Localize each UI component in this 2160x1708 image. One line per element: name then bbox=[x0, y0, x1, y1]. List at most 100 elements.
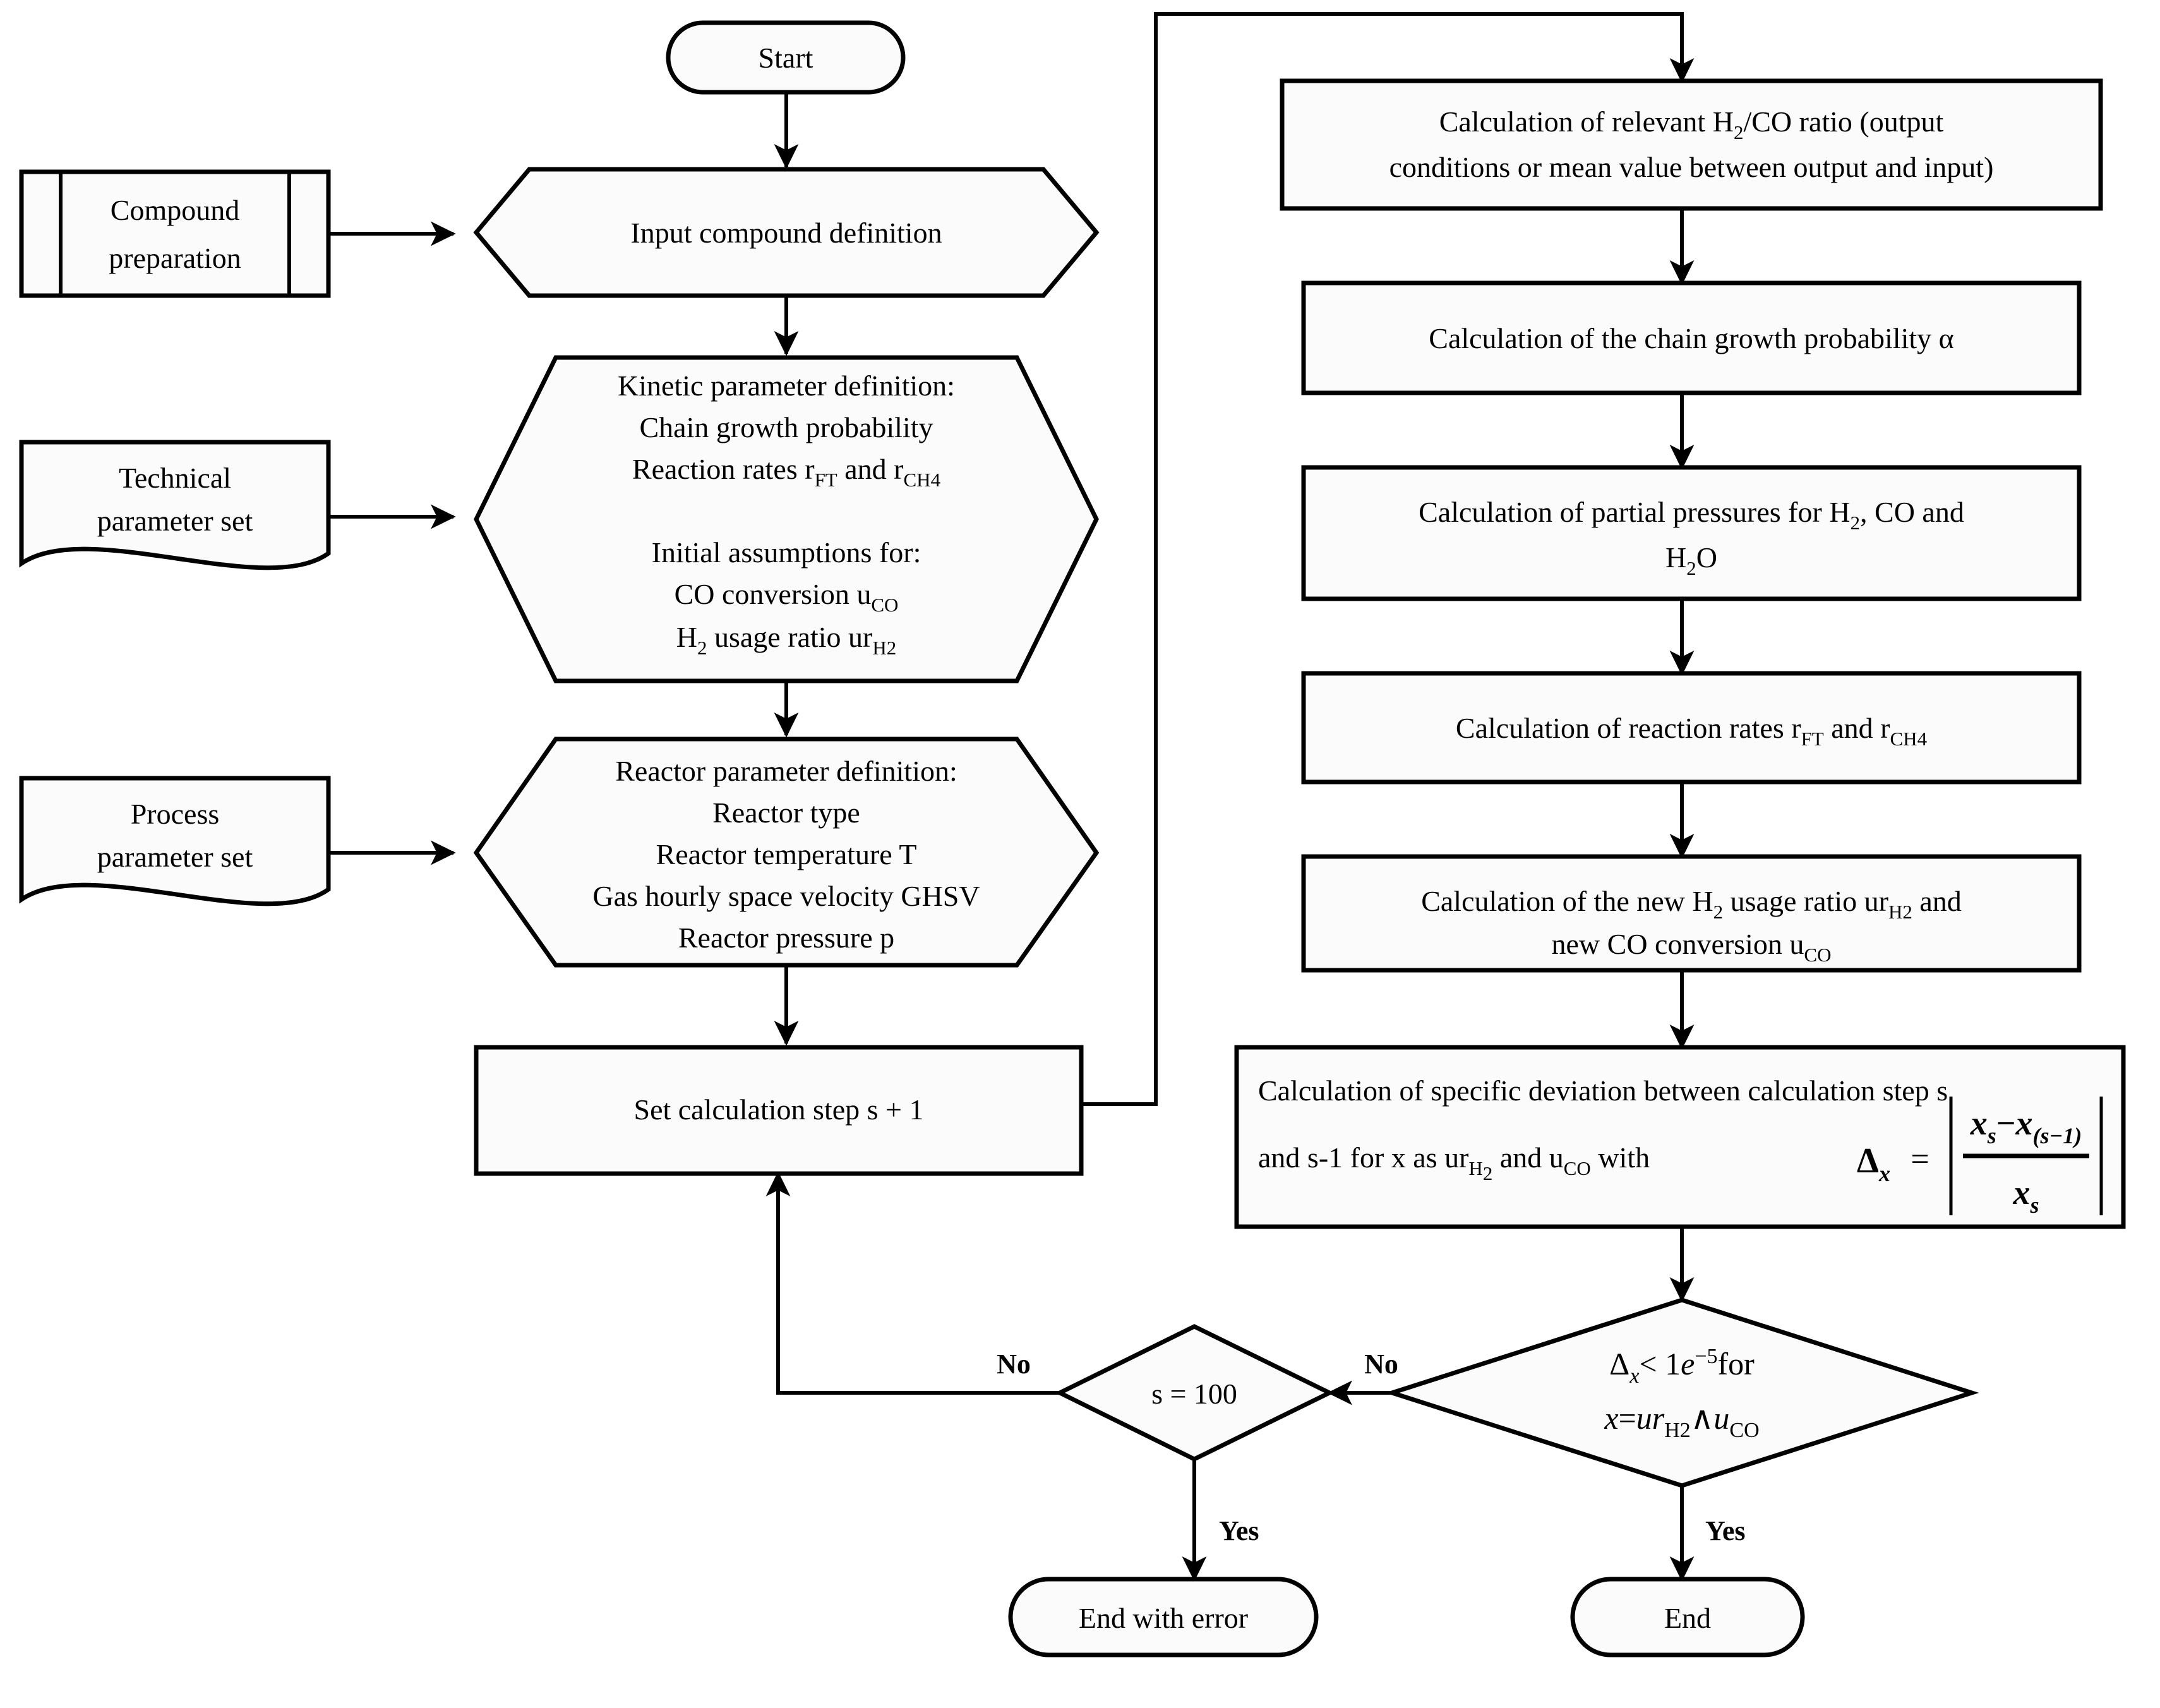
frac-den: x bbox=[2012, 1174, 2030, 1212]
node-process-parameter-set[interactable] bbox=[19, 776, 331, 906]
node-input-compound-definition[interactable] bbox=[473, 167, 1100, 298]
node-decision-step-limit[interactable] bbox=[1055, 1324, 1335, 1462]
kinetic-line5-sub: CO bbox=[871, 594, 898, 616]
calc-h2co-line1-b: /CO ratio (output bbox=[1743, 105, 1943, 138]
dec-for: for bbox=[1718, 1346, 1755, 1381]
calc-rr-line1: Calculation of reaction rates rFT and rC… bbox=[1456, 712, 1928, 750]
calc-dev-line2-sub1b: 2 bbox=[1483, 1162, 1493, 1184]
end-with-error-label: End with error bbox=[1079, 1602, 1248, 1634]
kinetic-line6-a: H bbox=[676, 621, 697, 653]
decision-conv-line1: Δx< 1e−5for bbox=[1609, 1345, 1755, 1388]
node-technical-parameter-set[interactable] bbox=[19, 440, 331, 570]
node-kinetic-parameter-definition[interactable] bbox=[474, 355, 1099, 683]
calc-nu-line1-sub2: H2 bbox=[1888, 901, 1912, 923]
kinetic-line3: Reaction rates rFT and rCH4 bbox=[632, 453, 941, 491]
kinetic-line5-a: CO conversion u bbox=[675, 578, 872, 610]
calc-dev-line1: Calculation of specific deviation betwee… bbox=[1258, 1074, 1948, 1107]
kinetic-line2: Chain growth probability bbox=[639, 411, 933, 443]
node-calc-deviation[interactable] bbox=[1234, 1045, 2126, 1229]
calc-pp-line1-a: Calculation of partial pressures for H bbox=[1419, 496, 1850, 528]
edge-setstep-to-calc-h2co bbox=[1081, 12, 1695, 1106]
process-parameter-set-label-line1: Process bbox=[131, 798, 220, 830]
calc-dev-equals: = bbox=[1911, 1141, 1929, 1177]
node-end-with-error[interactable] bbox=[1008, 1577, 1319, 1657]
calc-nu-line1: Calculation of the new H2 usage ratio ur… bbox=[1421, 885, 1962, 923]
calc-rr-line1-b: and r bbox=[1824, 712, 1890, 744]
dec-u: u bbox=[1713, 1400, 1729, 1436]
calc-nu-line2: new CO conversion uCO bbox=[1552, 928, 1832, 966]
calc-dev-line2-sub2: CO bbox=[1564, 1157, 1591, 1179]
node-decision-convergence[interactable] bbox=[1384, 1297, 1979, 1488]
kinetic-line3-sub1: FT bbox=[815, 469, 837, 491]
dec-delta: Δ bbox=[1609, 1346, 1629, 1381]
node-reactor-parameter-definition[interactable] bbox=[473, 737, 1100, 968]
reactor-line2: Reactor type bbox=[712, 797, 860, 829]
edge-label-no-right: No bbox=[1364, 1349, 1398, 1380]
dec-eq: = bbox=[1619, 1400, 1636, 1436]
set-calculation-step-label: Set calculation step s + 1 bbox=[633, 1093, 923, 1126]
calc-dev-line2-c: with bbox=[1591, 1141, 1650, 1174]
kinetic-line3-sub2: CH4 bbox=[904, 469, 941, 491]
calc-h2co-line2: conditions or mean value between output … bbox=[1389, 151, 1994, 183]
start-label: Start bbox=[759, 42, 813, 74]
calc-dev-line2-b: and u bbox=[1492, 1141, 1563, 1174]
node-calc-h2co-ratio[interactable] bbox=[1280, 78, 2103, 211]
calc-h2co-line1-sub: 2 bbox=[1734, 121, 1744, 143]
dec-u-sub: CO bbox=[1729, 1419, 1759, 1442]
kinetic-line6-sub1: 2 bbox=[697, 637, 707, 659]
calc-pp-line1-sub: 2 bbox=[1851, 512, 1861, 534]
calc-dev-line2: and s-1 for x as urH2 and uCO with bbox=[1258, 1141, 1650, 1184]
decision-step-limit-label: s = 100 bbox=[1151, 1378, 1237, 1410]
calc-h2co-line1: Calculation of relevant H2/CO ratio (out… bbox=[1439, 105, 1944, 143]
compound-preparation-label-line1: Compound bbox=[111, 194, 239, 226]
calc-dev-line2-sub1: H bbox=[1468, 1157, 1482, 1179]
node-calc-partial-pressures[interactable] bbox=[1301, 465, 2082, 601]
node-end[interactable] bbox=[1570, 1577, 1805, 1657]
process-parameter-set-label-line2: parameter set bbox=[97, 841, 253, 873]
kinetic-line5: CO conversion uCO bbox=[675, 578, 899, 616]
edge-label-yes-right: Yes bbox=[1705, 1515, 1746, 1546]
reactor-line1: Reactor parameter definition: bbox=[615, 755, 957, 787]
technical-parameter-set-label-line2: parameter set bbox=[97, 505, 253, 537]
frac-num-minus: − bbox=[1996, 1104, 2016, 1142]
kinetic-line6-b: usage ratio ur bbox=[707, 621, 872, 653]
calc-nu-line1-a: Calculation of the new H bbox=[1421, 885, 1713, 917]
dec-ur: ur bbox=[1636, 1400, 1665, 1436]
node-calc-reaction-rates[interactable] bbox=[1301, 671, 2082, 785]
end-label: End bbox=[1664, 1602, 1711, 1634]
calc-chain-growth-label: Calculation of the chain growth probabil… bbox=[1429, 322, 1953, 354]
edge-label-no-left: No bbox=[997, 1349, 1031, 1380]
node-start[interactable] bbox=[666, 20, 906, 95]
dec-delta-sub: x bbox=[1629, 1364, 1639, 1388]
dec-x: x bbox=[1604, 1400, 1618, 1436]
dec-e: e bbox=[1681, 1346, 1695, 1381]
calc-dev-fraction-denominator: xs bbox=[2012, 1174, 2039, 1218]
frac-num-a: x bbox=[1970, 1104, 1988, 1142]
frac-num-sub-a: s bbox=[1987, 1123, 1996, 1148]
calc-rr-line1-sub1: FT bbox=[1801, 728, 1824, 750]
node-calc-chain-growth[interactable] bbox=[1301, 280, 2082, 395]
dec-ur-sub: H2 bbox=[1664, 1419, 1691, 1442]
kinetic-line6-sub2: H2 bbox=[872, 637, 896, 659]
calc-dev-delta-sub: x bbox=[1878, 1161, 1890, 1186]
node-calc-new-usage-ratio[interactable] bbox=[1301, 854, 2082, 973]
dec-lt: < 1 bbox=[1639, 1346, 1681, 1381]
calc-pp-line1-b: , CO and bbox=[1860, 496, 1964, 528]
calc-h2co-line1-a: Calculation of relevant H bbox=[1439, 105, 1734, 138]
reactor-line4: Gas hourly space velocity GHSV bbox=[592, 880, 980, 912]
kinetic-line4: Initial assumptions for: bbox=[652, 536, 921, 568]
calc-dev-delta-symbol: Δ bbox=[1857, 1141, 1879, 1181]
edge-steplimit-no-to-setstep bbox=[765, 1171, 1060, 1395]
node-set-calculation-step[interactable] bbox=[474, 1045, 1084, 1176]
calc-nu-line2-a: new CO conversion u bbox=[1552, 928, 1804, 960]
calc-pp-line2-a: H bbox=[1665, 541, 1686, 574]
dec-exp: −5 bbox=[1695, 1345, 1717, 1368]
kinetic-line3-b: and r bbox=[837, 453, 904, 485]
input-compound-definition-label: Input compound definition bbox=[630, 217, 942, 249]
frac-den-sub: s bbox=[2029, 1193, 2039, 1218]
reactor-line5: Reactor pressure p bbox=[678, 922, 894, 954]
node-compound-preparation[interactable] bbox=[19, 169, 331, 298]
calc-pp-line2-b: O bbox=[1696, 541, 1717, 574]
